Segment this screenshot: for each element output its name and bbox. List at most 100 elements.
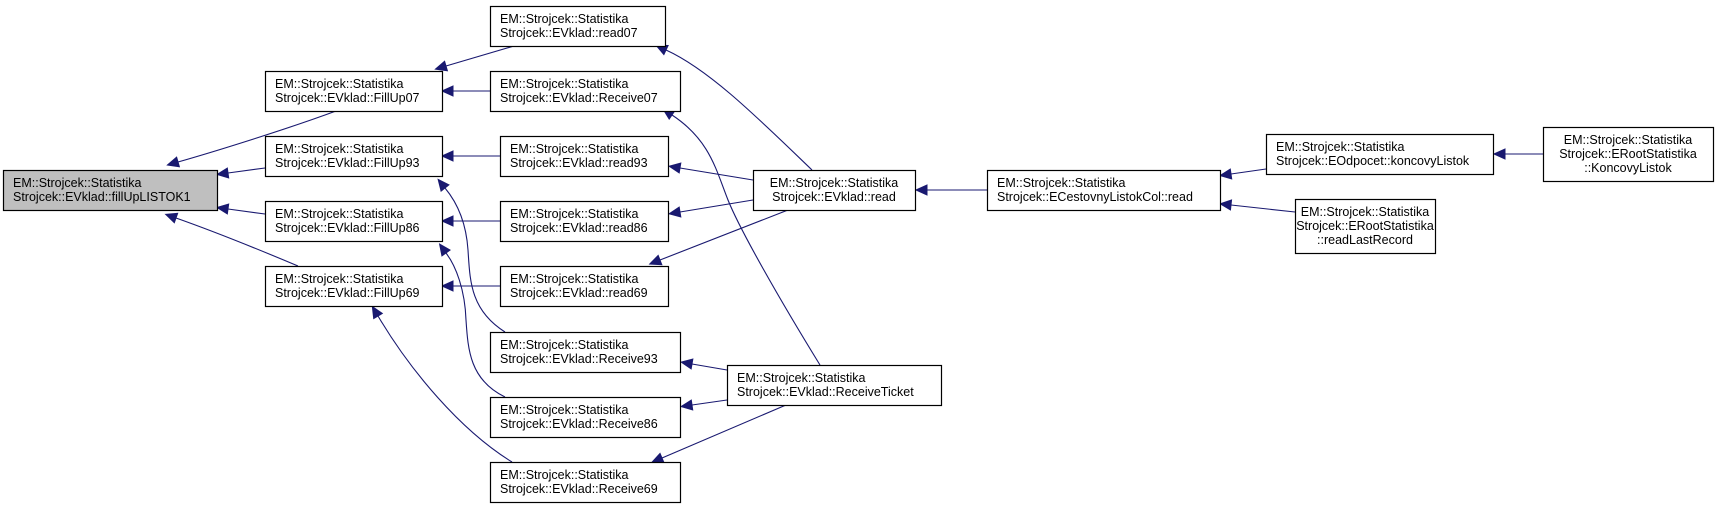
- node-koncovyListok[interactable]: EM::Strojcek::StatistikaStrojcek::EOdpoc…: [1265, 133, 1495, 176]
- edge-ECestovnyListokColRead-to-read: [914, 184, 987, 196]
- edge-FillUp69-to-fillUpLISTOK1: [164, 212, 299, 267]
- node-label-line: Strojcek::EVklad::FillUp93: [275, 156, 420, 170]
- node-box[interactable]: [499, 265, 670, 308]
- node-label-line: Strojcek::EOdpocet::koncovyListok: [1276, 154, 1470, 168]
- arrowhead-icon: [440, 280, 454, 292]
- node-read[interactable]: EM::Strojcek::StatistikaStrojcek::EVklad…: [752, 169, 917, 212]
- node-FillUp86[interactable]: EM::Strojcek::StatistikaStrojcek::EVklad…: [264, 200, 444, 243]
- node-box[interactable]: [489, 331, 682, 374]
- node-Receive69[interactable]: EM::Strojcek::StatistikaStrojcek::EVklad…: [489, 461, 682, 504]
- node-label-line: EM::Strojcek::Statistika: [500, 77, 629, 91]
- node-label-line: EM::Strojcek::Statistika: [997, 176, 1126, 190]
- root-node-box[interactable]: [2, 169, 219, 212]
- node-read86[interactable]: EM::Strojcek::StatistikaStrojcek::EVklad…: [499, 200, 670, 243]
- node-box[interactable]: [489, 396, 682, 439]
- node-read69[interactable]: EM::Strojcek::StatistikaStrojcek::EVklad…: [499, 265, 670, 308]
- edge-line: [661, 404, 787, 459]
- node-label-line: EM::Strojcek::Statistika: [275, 272, 404, 286]
- arrowhead-icon: [667, 206, 682, 218]
- node-read93[interactable]: EM::Strojcek::StatistikaStrojcek::EVklad…: [499, 135, 670, 178]
- node-Receive07[interactable]: EM::Strojcek::StatistikaStrojcek::EVklad…: [489, 70, 682, 113]
- arrowhead-icon: [215, 167, 230, 179]
- edge-line: [665, 49, 813, 171]
- edge-Receive86-to-FillUp86: [438, 243, 506, 398]
- node-KoncovyListok[interactable]: EM::Strojcek::StatistikaStrojcek::ERootS…: [1542, 126, 1715, 183]
- node-label-line: EM::Strojcek::Statistika: [1276, 140, 1405, 154]
- node-box[interactable]: [752, 169, 917, 212]
- edge-line: [175, 217, 299, 267]
- node-box[interactable]: [499, 200, 670, 243]
- edge-read69-to-FillUp69: [440, 280, 500, 292]
- node-label-line: Strojcek::EVklad::read: [772, 190, 896, 204]
- arrowhead-icon: [679, 358, 694, 370]
- edge-ReceiveTicket-to-Receive93: [679, 358, 728, 371]
- arrowhead-icon: [440, 215, 454, 227]
- node-ECestovnyListokColRead[interactable]: EM::Strojcek::StatistikaStrojcek::ECesto…: [986, 169, 1222, 212]
- arrowhead-icon: [166, 156, 181, 168]
- edge-Receive93-to-FillUp93: [437, 178, 506, 333]
- node-label-line: Strojcek::EVklad::Receive86: [500, 417, 658, 431]
- node-label-line: Strojcek::EVklad::FillUp07: [275, 91, 420, 105]
- node-box[interactable]: [1294, 198, 1437, 255]
- edge-ReceiveTicket-to-Receive07: [661, 108, 821, 366]
- node-box[interactable]: [489, 5, 667, 48]
- node-box[interactable]: [726, 364, 943, 407]
- node-fillUpLISTOK1[interactable]: EM::Strojcek::StatistikaStrojcek::EVklad…: [2, 169, 219, 212]
- node-label-line: Strojcek::EVklad::read86: [510, 221, 648, 235]
- node-FillUp93[interactable]: EM::Strojcek::StatistikaStrojcek::EVklad…: [264, 135, 444, 178]
- edge-line: [1230, 204, 1296, 213]
- node-label-line: Strojcek::EVklad::read69: [510, 286, 648, 300]
- node-label-line: EM::Strojcek::Statistika: [13, 176, 142, 190]
- arrowhead-icon: [914, 184, 928, 196]
- node-label-line: Strojcek::EVklad::read93: [510, 156, 648, 170]
- arrowhead-icon: [440, 150, 454, 162]
- arrowhead-icon: [434, 60, 449, 72]
- node-box[interactable]: [499, 135, 670, 178]
- node-box[interactable]: [264, 135, 444, 178]
- node-box[interactable]: [489, 70, 682, 113]
- node-label-line: EM::Strojcek::Statistika: [770, 176, 899, 190]
- node-label-line: Strojcek::EVklad::FillUp69: [275, 286, 420, 300]
- node-box[interactable]: [1265, 133, 1495, 176]
- arrowhead-icon: [1492, 148, 1506, 160]
- node-box[interactable]: [264, 70, 444, 113]
- node-label-line: EM::Strojcek::Statistika: [275, 142, 404, 156]
- edge-ReceiveTicket-to-Receive86: [679, 399, 728, 411]
- node-box[interactable]: [1542, 126, 1715, 183]
- node-box[interactable]: [986, 169, 1222, 212]
- arrowhead-icon: [648, 254, 663, 266]
- arrowhead-icon: [164, 212, 179, 224]
- node-read07[interactable]: EM::Strojcek::StatistikaStrojcek::EVklad…: [489, 5, 667, 48]
- node-Receive93[interactable]: EM::Strojcek::StatistikaStrojcek::EVklad…: [489, 331, 682, 374]
- arrowhead-icon: [667, 162, 682, 174]
- node-label-line: Strojcek::EVklad::ReceiveTicket: [737, 385, 914, 399]
- node-label-line: EM::Strojcek::Statistika: [510, 272, 639, 286]
- node-Receive86[interactable]: EM::Strojcek::StatistikaStrojcek::EVklad…: [489, 396, 682, 439]
- node-FillUp69[interactable]: EM::Strojcek::StatistikaStrojcek::EVklad…: [264, 265, 444, 308]
- edge-read07-to-FillUp07: [434, 45, 515, 72]
- arrowhead-icon: [440, 85, 454, 97]
- node-readLastRecord[interactable]: EM::Strojcek::StatistikaStrojcek::ERootS…: [1294, 198, 1437, 255]
- node-ReceiveTicket[interactable]: EM::Strojcek::StatistikaStrojcek::EVklad…: [726, 364, 943, 407]
- edge-line: [671, 114, 821, 366]
- arrowhead-icon: [438, 243, 451, 257]
- node-FillUp07[interactable]: EM::Strojcek::StatistikaStrojcek::EVklad…: [264, 70, 444, 113]
- arrowhead-icon: [215, 203, 230, 215]
- node-label-line: EM::Strojcek::Statistika: [500, 338, 629, 352]
- node-box[interactable]: [264, 265, 444, 308]
- node-label-line: Strojcek::EVklad::Receive07: [500, 91, 658, 105]
- node-box[interactable]: [489, 461, 682, 504]
- edge-FillUp07-to-fillUpLISTOK1: [166, 110, 337, 168]
- node-label-line: Strojcek::ERootStatistika: [1559, 147, 1697, 161]
- edge-line: [445, 252, 506, 398]
- arrowhead-icon: [1218, 168, 1233, 180]
- arrowhead-icon: [1218, 199, 1233, 211]
- node-box[interactable]: [264, 200, 444, 243]
- node-label-line: Strojcek::ERootStatistika: [1296, 219, 1434, 233]
- node-label-line: ::KoncovyListok: [1584, 161, 1672, 175]
- node-label-line: Strojcek::ECestovnyListokCol::read: [997, 190, 1193, 204]
- edge-line: [445, 45, 515, 67]
- node-label-line: Strojcek::EVklad::read07: [500, 26, 638, 40]
- edge-Receive07-to-FillUp07: [440, 85, 490, 97]
